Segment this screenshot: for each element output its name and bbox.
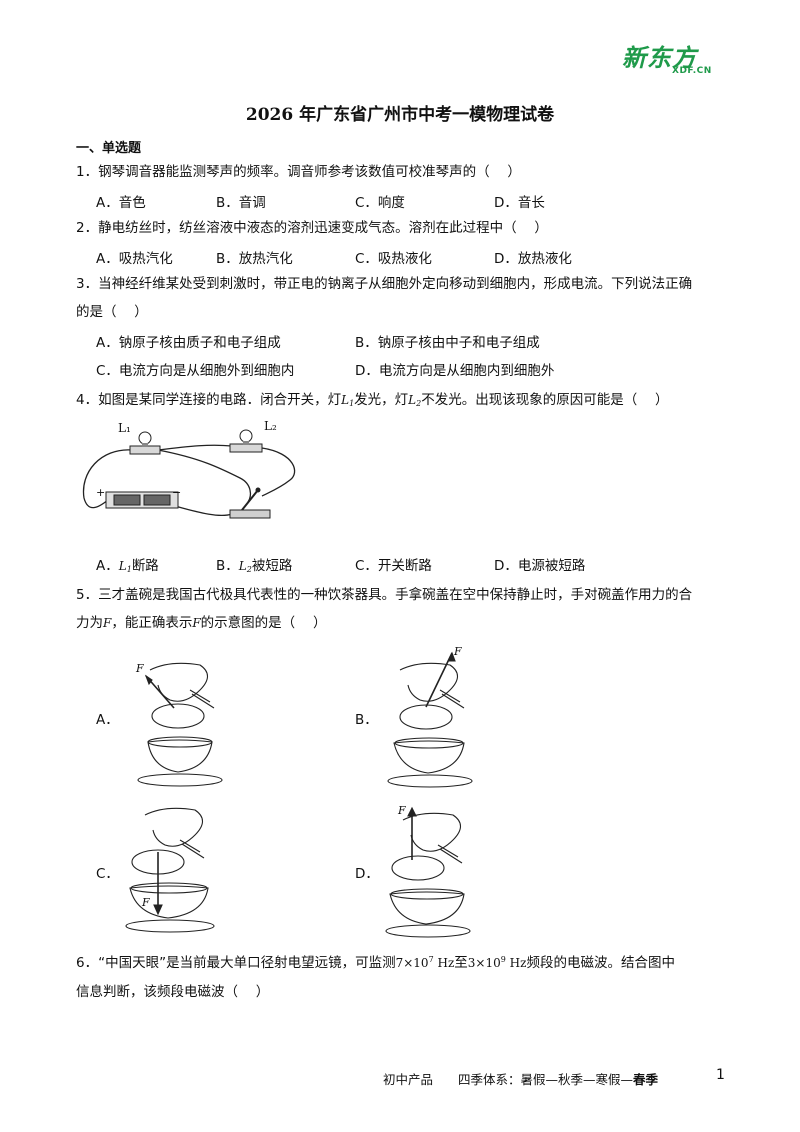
teacup-figure-a: F — [135, 662, 223, 787]
footer-product: 初中产品 — [383, 1072, 434, 1087]
option-a: A．吸热汽化 — [96, 251, 173, 267]
svg-text:F: F — [141, 896, 150, 909]
question-number: 3． — [76, 276, 99, 292]
option-c: C．开关断路 — [355, 558, 432, 574]
question-text: 静电纺丝时，纺丝溶液中液态的溶剂迅速变成气态。溶剂在此过程中（ ） — [98, 220, 548, 236]
logo-sub-text: XDF.CN — [672, 66, 712, 76]
question-3: 3．当神经纤维某处受到刺激时，带正电的钠离子从细胞外定向移动到细胞内，形成电流。… — [76, 275, 692, 293]
option-b: B．钠原子核由中子和电子组成 — [355, 335, 540, 351]
switch — [229, 487, 271, 519]
svg-text:F: F — [397, 804, 406, 817]
teacup-figure-b: F — [387, 645, 473, 788]
question-6: 6．“中国天眼”是当前最大单口径射电望远镜，可监测7×107 Hz至3×109 … — [76, 955, 675, 971]
question-1: 1．钢琴调音器能监测琴声的频率。调音师参考该数值可校准琴声的（ ） — [76, 163, 521, 181]
label-plus: + — [96, 486, 105, 499]
circuit-diagram: L₁ L₂ + − — [82, 419, 296, 519]
footer-season: 春季 — [633, 1072, 659, 1087]
battery — [105, 491, 179, 509]
option-b: B．L2被短路 — [216, 558, 293, 574]
xdf-logo: 新东方 XDF.CN — [622, 38, 714, 82]
question-6-line2: 信息判断，该频段电磁波（ ） — [76, 984, 270, 1000]
frequency-high: 3×109 Hz — [467, 955, 527, 970]
option-c: C．响度 — [355, 195, 405, 211]
label-minus: − — [172, 486, 181, 499]
option-b-label: B． — [355, 712, 378, 728]
option-d: D．音长 — [494, 195, 545, 211]
option-c: C．吸热液化 — [355, 251, 432, 267]
question-number: 1． — [76, 164, 99, 180]
question-number: 5． — [76, 587, 99, 603]
question-number: 4． — [76, 392, 99, 408]
logo-main-text: 新东方 — [622, 44, 697, 72]
svg-text:F: F — [135, 662, 144, 675]
option-c-label: C． — [96, 866, 119, 882]
lamp-symbol-l1: L1 — [341, 393, 355, 408]
option-a: A．音色 — [96, 195, 146, 211]
section-heading: 一、单选题 — [76, 141, 142, 156]
option-c: C．电流方向是从细胞外到细胞内 — [96, 363, 295, 379]
question-text: 当神经纤维某处受到刺激时，带正电的钠离子从细胞外定向移动到细胞内，形成电流。下列… — [98, 276, 693, 292]
question-number: 2． — [76, 220, 99, 236]
question-number: 6． — [76, 955, 99, 971]
footer-system: 四季体系：暑假—秋季—寒假—春季 — [458, 1072, 659, 1087]
question-text: 三才盖碗是我国古代极具代表性的一种饮茶器具。手拿碗盖在空中保持静止时，手对碗盖作… — [98, 587, 693, 603]
option-b: B．放热汽化 — [216, 251, 293, 267]
question-2: 2．静电纺丝时，纺丝溶液中液态的溶剂迅速变成气态。溶剂在此过程中（ ） — [76, 219, 548, 237]
option-a: A．L1断路 — [96, 558, 159, 574]
question-text: 钢琴调音器能监测琴声的频率。调音师参考该数值可校准琴声的（ ） — [98, 164, 521, 180]
option-a: A．钠原子核由质子和电子组成 — [96, 335, 281, 351]
option-d-label: D． — [355, 866, 379, 882]
question-5: 5．三才盖碗是我国古代极具代表性的一种饮茶器具。手拿碗盖在空中保持静止时，手对碗… — [76, 586, 692, 604]
question-3-line2: 的是（ ） — [76, 304, 148, 320]
svg-text:F: F — [453, 645, 462, 658]
lamp-l2 — [229, 429, 263, 453]
option-d: D．放热液化 — [494, 251, 572, 267]
label-l2: L₂ — [264, 419, 277, 433]
option-d: D．电流方向是从细胞内到细胞外 — [355, 363, 555, 379]
frequency-low: 7×107 Hz — [395, 955, 455, 970]
lamp-l1 — [129, 431, 161, 455]
question-4: 4．如图是某同学连接的电路．闭合开关，灯L1发光，灯L2不发光。出现该现象的原因… — [76, 392, 669, 408]
label-l1: L₁ — [118, 421, 131, 435]
option-d: D．电源被短路 — [494, 558, 586, 574]
teacup-figure-c: F — [125, 807, 215, 933]
lamp-symbol-l2: L2 — [408, 393, 422, 408]
page-title: 2026 年广东省广州市中考一模物理试卷 — [245, 105, 555, 125]
question-5-line2: 力为F，能正确表示F的示意图的是（ ） — [76, 615, 327, 631]
teacup-figure-d: F — [385, 804, 471, 938]
page-number: 1 — [716, 1067, 725, 1083]
option-a-label: A． — [96, 712, 119, 728]
option-b: B．音调 — [216, 195, 266, 211]
